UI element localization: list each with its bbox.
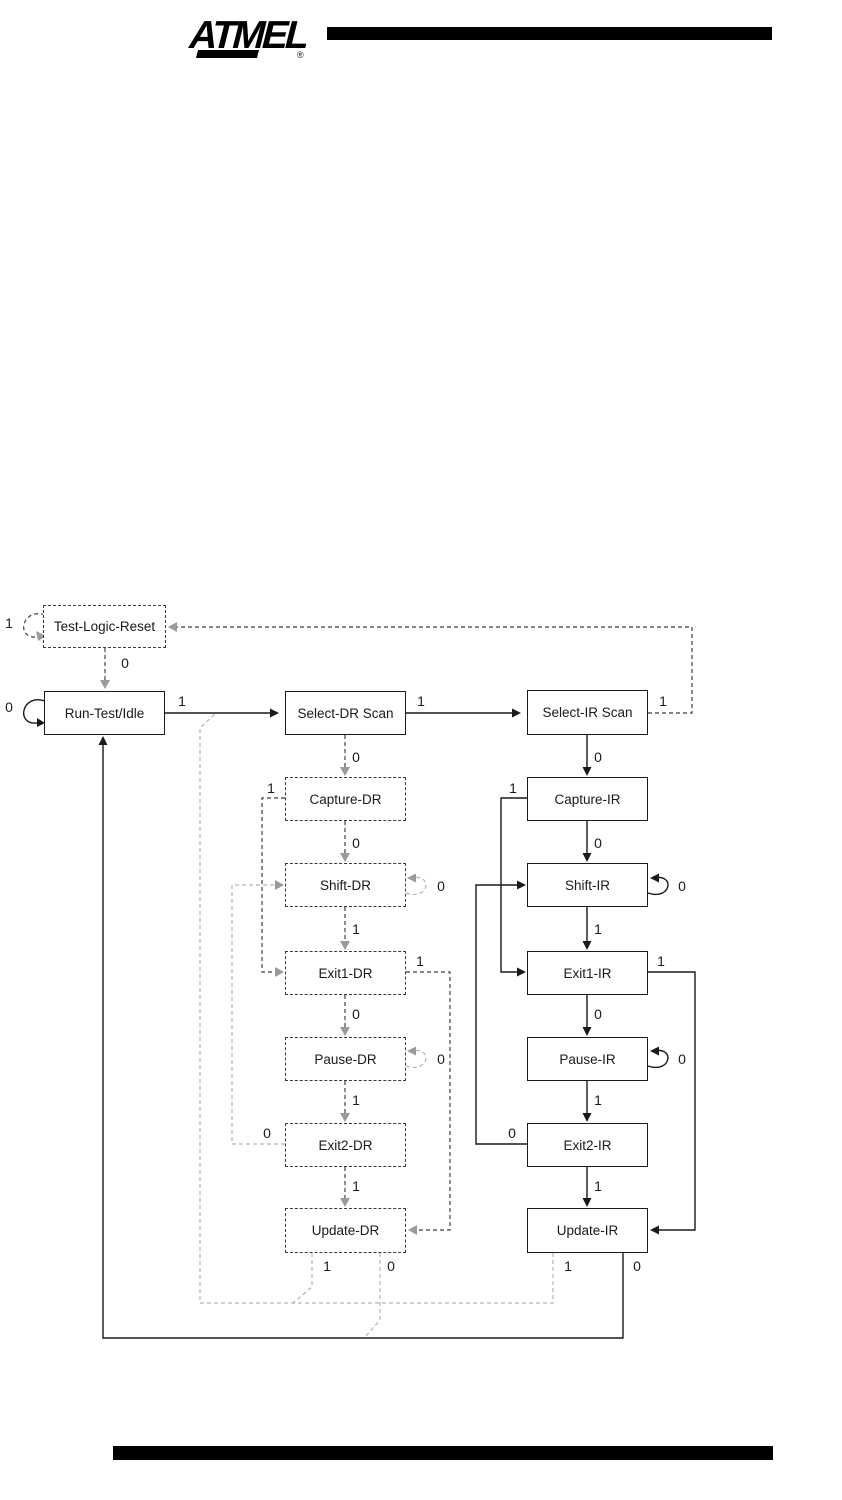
state-exit1-ir: Exit1-IR [527, 951, 648, 995]
edge-updateir-to-rti-bottom [102, 744, 624, 1339]
edge-exit2dr-to-shiftdr-left [231, 884, 285, 1145]
label-shiftdr-self: 0 [437, 878, 445, 894]
atmel-logo-underbar [196, 50, 259, 58]
state-select-ir-scan: Select-IR Scan [527, 690, 648, 735]
solid-edges [23, 699, 696, 1339]
edge-shiftdr-self-loop [405, 876, 427, 896]
label-capir-to-shiftir: 0 [594, 835, 602, 851]
edge-rti-self-loop [23, 699, 46, 724]
state-update-ir: Update-IR [527, 1208, 648, 1253]
label-updateir-to-seldr: 1 [564, 1258, 572, 1274]
label-seldr-to-selir: 1 [417, 693, 425, 709]
edge-exit1dr-to-updatedr-right [406, 971, 451, 1231]
label-capdr-to-shiftdr: 0 [352, 835, 360, 851]
label-pausedr-self: 0 [437, 1051, 445, 1067]
label-shiftir-self: 0 [678, 878, 686, 894]
edge-updatedr-1-to-collector [292, 1253, 313, 1304]
state-update-dr: Update-DR [285, 1208, 406, 1253]
label-capdr-to-exit1dr: 1 [267, 780, 275, 796]
label-capir-to-exit1ir: 1 [509, 780, 517, 796]
state-pause-ir: Pause-IR [527, 1037, 648, 1081]
label-exit2ir-to-shiftir: 0 [508, 1125, 516, 1141]
atmel-logo: ATMEL [185, 14, 311, 58]
label-pauseir-to-exit2ir: 1 [594, 1092, 602, 1108]
state-test-logic-reset: Test-Logic-Reset [43, 605, 166, 648]
state-select-dr-scan: Select-DR Scan [285, 691, 406, 735]
state-run-test-idle: Run-Test/Idle [44, 691, 165, 735]
label-rti-self: 0 [5, 699, 13, 715]
edge-tlr-self-loop [23, 613, 46, 638]
label-pausedr-to-exit2dr: 1 [352, 1092, 360, 1108]
label-rti-to-seldr: 1 [178, 693, 186, 709]
edge-selir-to-tlr-top [177, 626, 693, 714]
state-pause-dr: Pause-DR [285, 1037, 406, 1081]
dark-dashed-edges [23, 613, 693, 1231]
label-exit2dr-to-updatedr: 1 [352, 1178, 360, 1194]
label-exit2ir-to-updateir: 1 [594, 1178, 602, 1194]
label-selir-to-capir: 0 [594, 749, 602, 765]
footer-rule-bar [113, 1446, 773, 1460]
label-updatedr-to-rti: 0 [387, 1258, 395, 1274]
gray-arrowheads [36, 622, 417, 1235]
label-exit2dr-to-shiftdr: 0 [263, 1125, 271, 1141]
state-exit2-dr: Exit2-DR [285, 1123, 406, 1167]
state-shift-dr: Shift-DR [285, 863, 406, 907]
label-exit1dr-to-pausedr: 0 [352, 1006, 360, 1022]
state-capture-dr: Capture-DR [285, 777, 406, 821]
label-exit1ir-to-updateir: 1 [657, 953, 665, 969]
label-shiftir-to-exit1ir: 1 [594, 921, 602, 937]
black-arrowheads [37, 708, 659, 1235]
label-selir-to-tlr: 1 [659, 693, 667, 709]
state-exit1-dr: Exit1-DR [285, 951, 406, 995]
state-capture-ir: Capture-IR [527, 777, 648, 821]
state-shift-ir: Shift-IR [527, 863, 648, 907]
label-updateir-to-rti: 0 [633, 1258, 641, 1274]
label-exit1dr-to-updatedr: 1 [416, 953, 424, 969]
label-shiftdr-to-exit1dr: 1 [352, 921, 360, 937]
label-exit1ir-to-pauseir: 0 [594, 1006, 602, 1022]
edge-capdr-to-exit1dr-left [261, 797, 285, 973]
atmel-logo-text: ATMEL [185, 14, 311, 57]
edge-updates1-collector-to-seldr [199, 713, 554, 1304]
label-tlr-self: 1 [5, 615, 13, 631]
edge-exit2ir-to-shiftir-left [475, 884, 527, 1145]
header-rule-bar [327, 27, 772, 40]
label-updatedr-to-seldr: 1 [323, 1258, 331, 1274]
state-exit2-ir: Exit2-IR [527, 1123, 648, 1167]
label-tlr-to-rti: 0 [121, 655, 129, 671]
edge-updatedr-0-to-bottom [364, 1253, 381, 1338]
label-seldr-to-capdr: 0 [352, 749, 360, 765]
registered-mark: ® [297, 50, 304, 60]
edge-pausedr-self-loop [405, 1049, 427, 1069]
edge-exit1ir-to-updateir-right [648, 971, 696, 1231]
label-pauseir-self: 0 [678, 1051, 686, 1067]
gray-dashed-edges [199, 713, 554, 1338]
